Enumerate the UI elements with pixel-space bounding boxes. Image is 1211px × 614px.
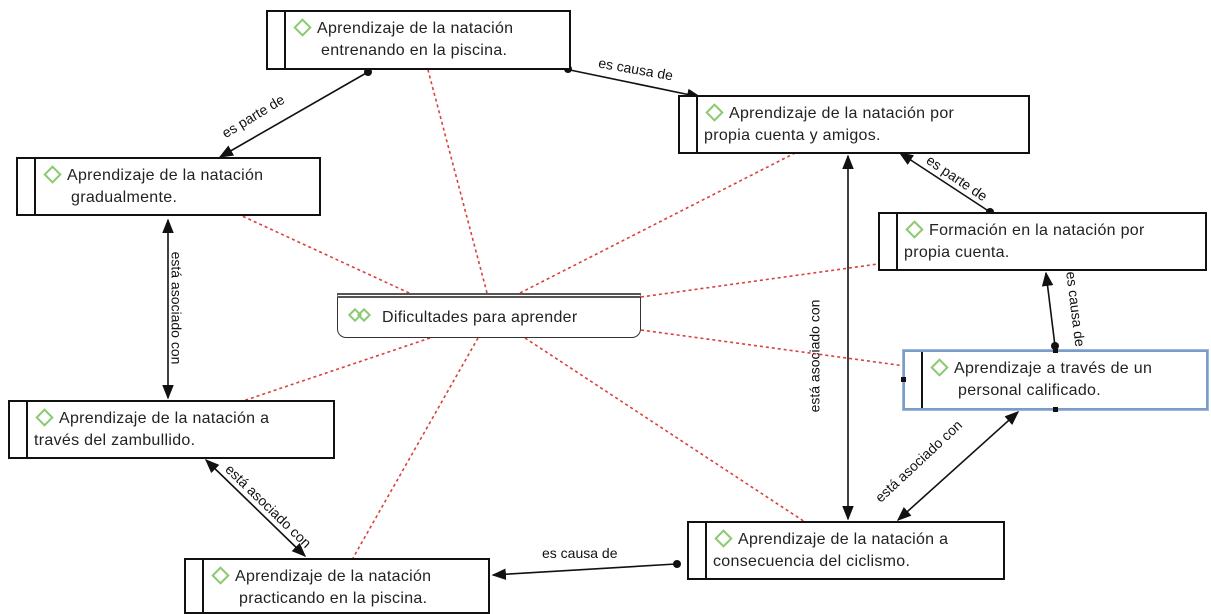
dotted-link-n3 xyxy=(239,214,421,299)
dotted-link-n6 xyxy=(239,337,431,403)
dotted-link-n5 xyxy=(640,329,906,367)
central-concept-label: Dificultades para aprender xyxy=(382,309,578,326)
central-concept-node[interactable]: Dificultades para aprender xyxy=(337,293,641,338)
concept-diamond-icon xyxy=(43,165,62,184)
concept-node-qualified-staff[interactable]: Aprendizaje a través de un personal cali… xyxy=(901,348,1208,412)
node-label-line: entrenando en la piscina. xyxy=(321,42,508,59)
edge-label-n7-n8: es causa de xyxy=(542,545,618,561)
concept-node-swim-training-pool[interactable]: Aprendizaje de la natación entrenando en… xyxy=(266,10,571,70)
node-label-line: Aprendizaje de la natación a xyxy=(738,531,949,548)
concept-diamond-icon xyxy=(714,529,733,548)
node-side-bar xyxy=(880,214,898,269)
dotted-link-n4 xyxy=(640,263,879,298)
node-label-line: Aprendizaje de la natación a xyxy=(59,410,270,427)
edge-label-n2-n7: está asociado con xyxy=(806,299,823,413)
concept-diamond-icon xyxy=(705,103,724,122)
edge-n1-n2 xyxy=(569,69,702,101)
concept-node-practicing-pool[interactable]: Aprendizaje de la natación practicando e… xyxy=(184,558,490,614)
selection-handle[interactable] xyxy=(1053,348,1058,353)
concept-diamond-icon xyxy=(293,18,312,37)
node-label-line: Formación en la natación por xyxy=(929,222,1145,239)
node-label-line: propia cuenta. xyxy=(904,244,1010,261)
concept-node-own-account-friends[interactable]: Aprendizaje de la natación por propia cu… xyxy=(678,95,1030,154)
node-side-bar xyxy=(689,523,707,578)
edge-n1-n3 xyxy=(218,71,369,158)
concept-diamond-icon xyxy=(930,358,949,377)
node-label-line: Aprendizaje de la natación xyxy=(67,167,264,184)
edge-origin-dot xyxy=(364,68,372,76)
edge-n7-n5 xyxy=(896,411,1020,521)
selection-handle[interactable] xyxy=(901,377,906,382)
edge-n7-n8 xyxy=(491,563,677,580)
node-label-line: través del zambullido. xyxy=(34,432,196,449)
edge-n5-n4 xyxy=(1041,271,1056,347)
node-label-line: propia cuenta y amigos. xyxy=(704,127,881,144)
node-side-bar xyxy=(680,97,698,152)
dotted-link-n7 xyxy=(524,337,806,523)
node-label-line: gradualmente. xyxy=(71,189,178,206)
concept-diamond-icon xyxy=(211,566,230,585)
node-label-line: Aprendizaje de la natación xyxy=(317,20,514,37)
concept-node-diving[interactable]: Aprendizaje de la natación a través del … xyxy=(8,400,335,459)
node-side-bar xyxy=(186,560,204,612)
node-label-line: personal calificado. xyxy=(958,382,1101,399)
dotted-link-n2 xyxy=(519,152,796,294)
concept-node-gradually[interactable]: Aprendizaje de la natación gradualmente. xyxy=(16,157,321,216)
node-side-bar xyxy=(10,402,28,457)
concept-diamond-icon xyxy=(35,408,54,427)
double-diamond-icon xyxy=(347,307,374,324)
node-side-bar xyxy=(268,12,286,68)
node-label-line: Aprendizaje de la natación por xyxy=(729,105,955,122)
node-label-line: practicando en la piscina. xyxy=(239,590,428,607)
node-label-line: Aprendizaje a través de un xyxy=(954,360,1153,377)
selection-handle[interactable] xyxy=(1053,407,1058,412)
node-side-bar xyxy=(905,352,923,408)
node-label-line: Aprendizaje de la natación xyxy=(235,568,432,585)
concept-node-training-own-account[interactable]: Formación en la natación por propia cuen… xyxy=(878,212,1207,271)
edge-label-n3-n6: está asociado con xyxy=(168,251,185,365)
node-label-line: consecuencia del ciclismo. xyxy=(713,553,911,570)
dotted-link-n1 xyxy=(427,69,488,294)
edge-origin-dot xyxy=(673,560,681,568)
edge-n6-n8 xyxy=(204,458,307,558)
concept-node-cycling[interactable]: Aprendizaje de la natación a consecuenci… xyxy=(687,521,1005,580)
concept-diamond-icon xyxy=(905,220,924,239)
dotted-link-n8 xyxy=(352,337,479,559)
edge-n4-n2 xyxy=(898,152,991,213)
node-side-bar xyxy=(18,159,36,214)
